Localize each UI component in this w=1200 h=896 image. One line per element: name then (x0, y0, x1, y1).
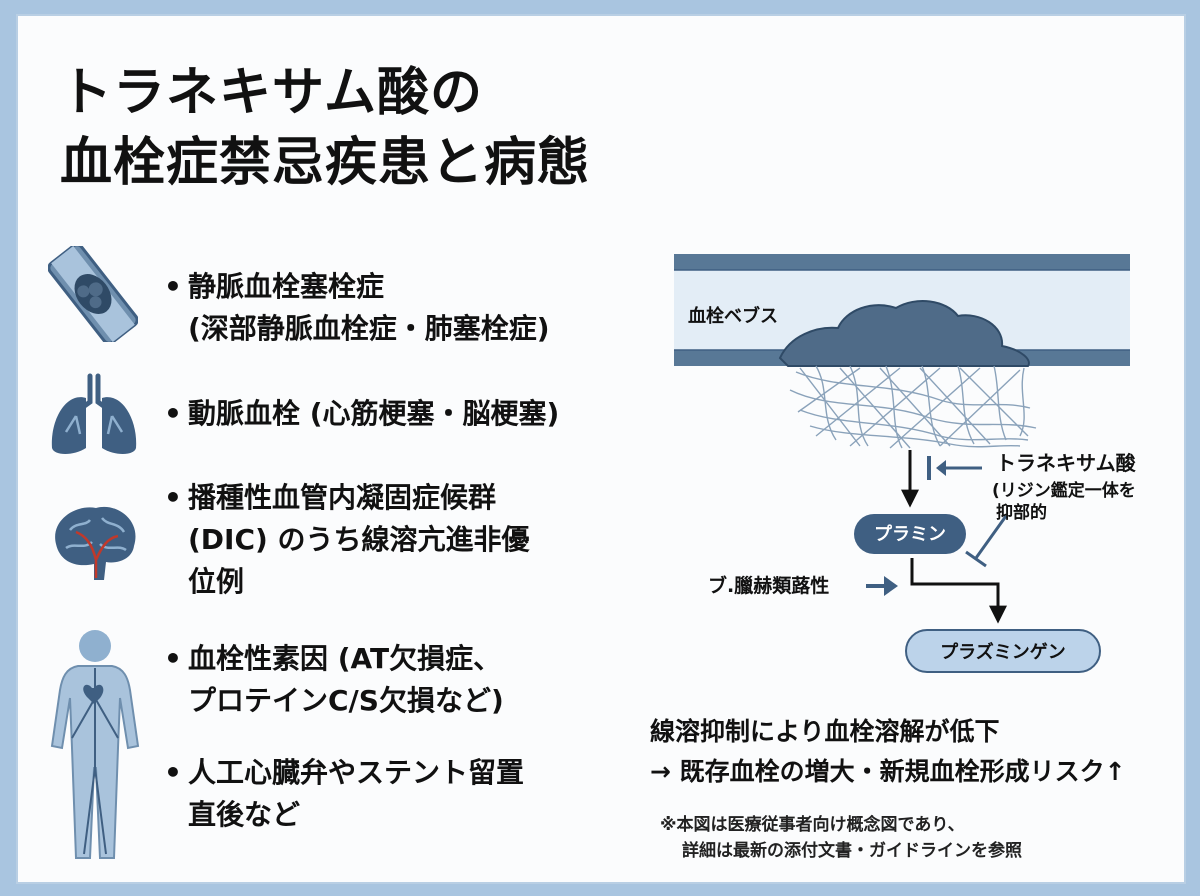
human-vascular-icon (50, 630, 140, 859)
lungs-icon (51, 373, 137, 454)
vein-clot-icon (48, 246, 138, 342)
page-title: トラネキサム酸の 血栓症禁忌疾患と病態 (60, 58, 590, 198)
activator-label: ブ.臘赫類蕗性 (708, 574, 829, 597)
contraindication-text: 播種性血管内凝固症候群 (DIC) のうち線溶亢進非優 位例 (188, 481, 530, 598)
summary: 線溶抑制により血栓溶解が低下 → 既存血栓の増大・新規血栓形成リスク↑ (650, 712, 1126, 792)
summary-line-1: 線溶抑制により血栓溶解が低下 (650, 717, 1000, 746)
clot-mass (778, 300, 1030, 367)
contraindication-text: 動脈血栓 (心筋梗塞・脳梗塞) (188, 397, 560, 430)
bullet-marker: • (164, 481, 182, 514)
contraindication-venous-thromboembolism: • 静脈血栓塞栓症 (深部静脈血栓症・肺塞栓症) (164, 266, 634, 350)
contraindication-thrombophilia: • 血栓性素因 (AT欠損症、 プロテインC/S欠損など) (164, 638, 634, 722)
plasminogen-node (905, 629, 1101, 673)
title-line-1: トラネキサム酸の (60, 63, 483, 123)
footnote: ※本図は医療従事者向け概念図であり、 詳細は最新の添付文書・ガイドラインを参照 (660, 812, 1022, 864)
title-line-2: 血栓症禁忌疾患と病態 (60, 133, 591, 193)
mechanism-diagram: 血栓ベブス トラネキサム酸 (リジン鑑定一体を 抑部的 プラミン ブ.臘赫類蕗性… (674, 254, 1137, 673)
contraindication-arterial-thrombosis: • 動脈血栓 (心筋梗塞・脳梗塞) (164, 393, 634, 435)
contraindication-prosthetic-valve-stent: • 人工心臓弁やステント留置 直後など (164, 752, 634, 836)
plasmin-to-plasminogen-arrow (910, 558, 1007, 624)
inhibition-t-bar (965, 550, 987, 568)
plasminogen-label: プラズミンゲン (940, 641, 1066, 663)
contraindication-text: 静脈血栓塞栓症 (深部静脈血栓症・肺塞栓症) (188, 270, 550, 345)
clot-label: 血栓ベブス (688, 305, 778, 327)
bullet-marker: • (164, 397, 182, 430)
activator-arrow (866, 576, 898, 596)
bullet-marker: • (164, 756, 182, 789)
footnote-line-2: 詳細は最新の添付文書・ガイドラインを参照 (682, 841, 1022, 861)
plasmin-node (854, 514, 966, 554)
contraindication-text: 人工心臓弁やステント留置 直後など (188, 756, 525, 831)
content-panel (16, 14, 1186, 884)
plasmin-label: プラミン (874, 523, 946, 545)
drug-inhibition-arrowhead (936, 460, 946, 476)
footnote-line-1: ※本図は医療従事者向け概念図であり、 (660, 815, 965, 835)
bullet-marker: • (164, 642, 182, 675)
drug-mechanism-label: (リジン鑑定一体を (992, 480, 1136, 501)
bullet-marker: • (164, 270, 182, 303)
brain-icon (55, 506, 136, 580)
drug-label: トラネキサム酸 (996, 451, 1137, 475)
drug-to-activator-inhibition (974, 515, 1008, 559)
drug-mechanism-label-2: 抑部的 (996, 502, 1047, 523)
fibrin-mesh (789, 365, 1037, 449)
contraindication-dic: • 播種性血管内凝固症候群 (DIC) のうち線溶亢進非優 位例 (164, 477, 634, 603)
contraindication-text: 血栓性素因 (AT欠損症、 プロテインC/S欠損など) (188, 642, 504, 717)
summary-line-2: → 既存血栓の増大・新規血栓形成リスク↑ (650, 757, 1126, 786)
